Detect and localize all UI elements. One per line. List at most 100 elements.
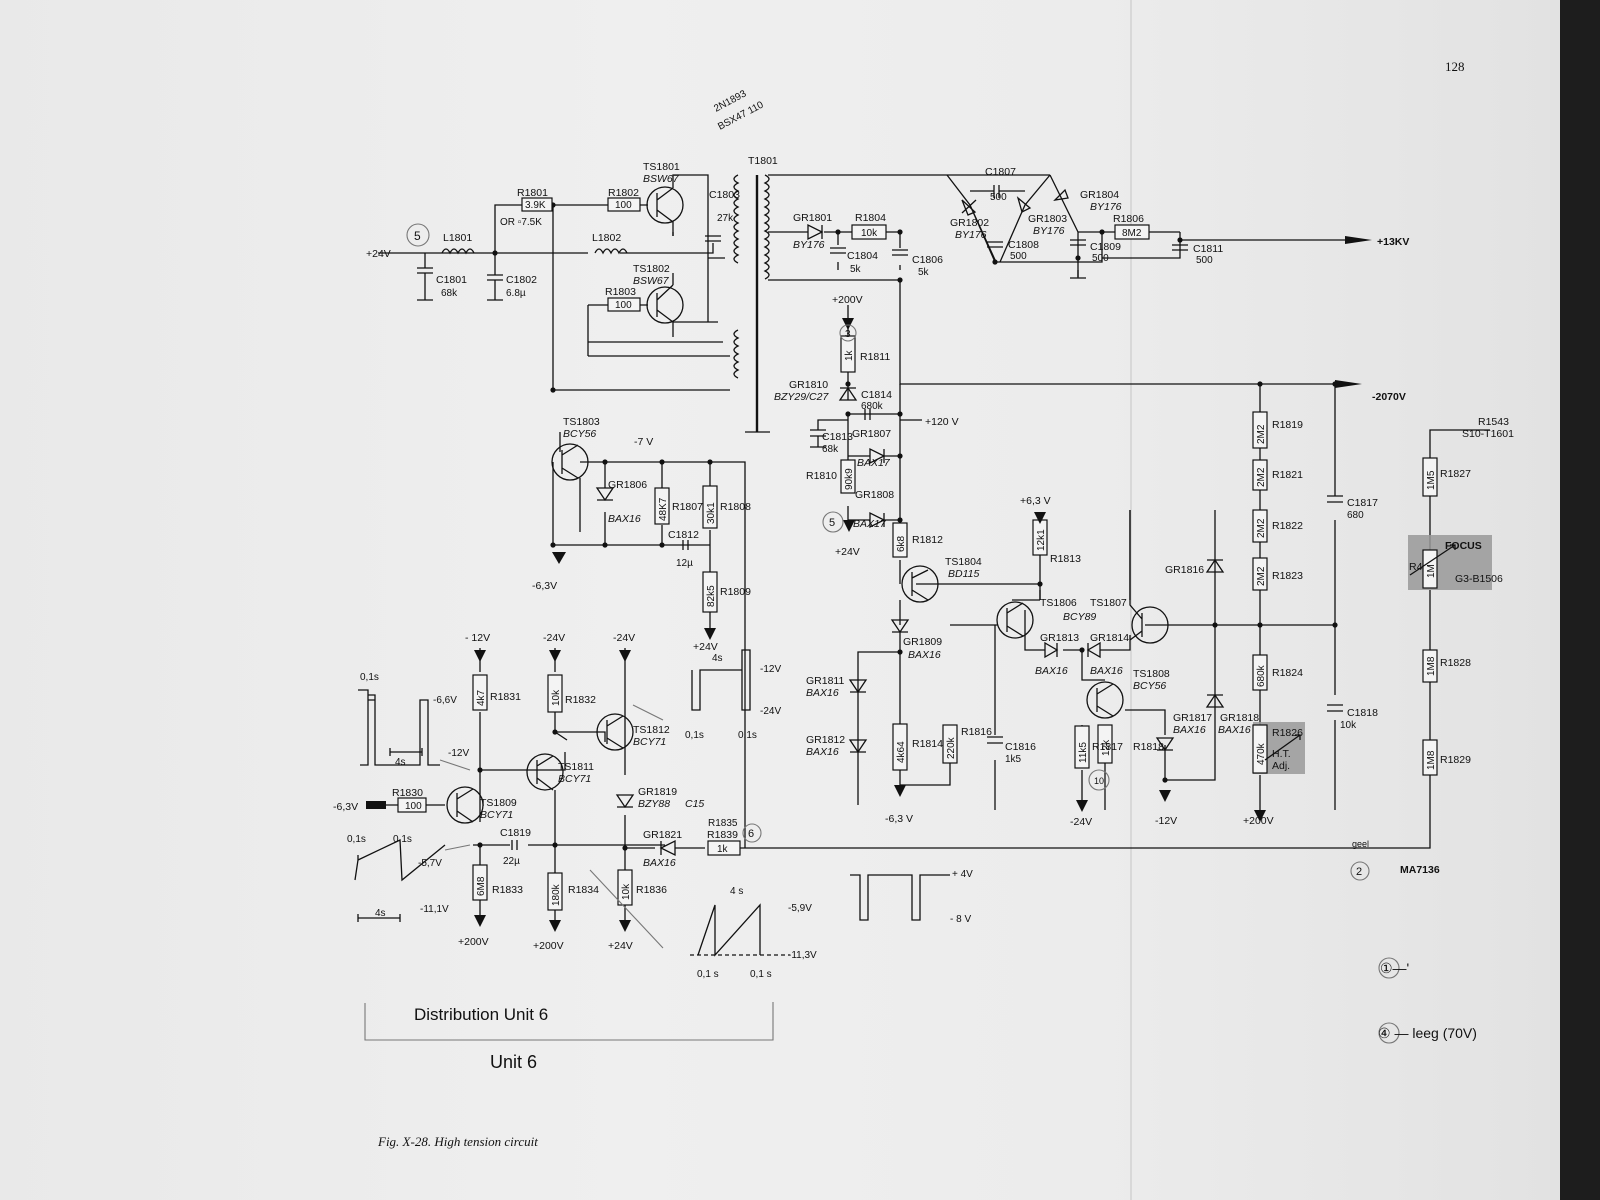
r1819-body: [1252, 411, 1268, 449]
ts1803-symbol: [551, 443, 589, 481]
label-c1817: C1817: [1347, 497, 1378, 509]
ts1806-symbol: [996, 601, 1034, 639]
label-r1828: R1828: [1440, 657, 1471, 669]
type-gr1812: BAX16: [806, 746, 839, 758]
ts1811-symbol: [526, 753, 564, 791]
value-r1829: 1M8: [1426, 750, 1437, 770]
r1803-body: [607, 297, 641, 312]
label-c1813: C1813: [822, 431, 853, 443]
label-r1830: R1830: [392, 787, 423, 799]
wave4-level-1: + 4V: [952, 869, 973, 880]
label-r1811: R1811: [860, 351, 890, 363]
value-c1818: 10k: [1340, 720, 1357, 731]
label-minus63v-c: -6,3V: [333, 801, 358, 813]
label-gr1811: GR1811: [806, 675, 844, 687]
waveform-pulse-4: [850, 874, 950, 921]
r1830-body: [397, 797, 427, 813]
label-minus12v: -12V: [1155, 815, 1177, 827]
type-ts1804: BD115: [948, 568, 979, 580]
value-r1817: 11k5: [1078, 742, 1089, 763]
label-s10-t1601: S10-T1601: [1462, 428, 1514, 440]
value-r1810: 90k9: [844, 468, 855, 490]
r1801-body: [521, 197, 553, 212]
waveforms: [354, 649, 950, 957]
page-number: 128: [1445, 59, 1465, 74]
r1834-body: [547, 872, 563, 911]
label-r1824: R1824: [1272, 667, 1303, 679]
r1839-body: [707, 840, 741, 856]
wave5-period: 4 s: [730, 886, 743, 897]
note-1: ①—': [1380, 960, 1409, 976]
label-r1831: R1831: [490, 691, 521, 703]
junctions: [477, 202, 1338, 851]
circle-2: 2: [1356, 866, 1362, 878]
r1816-body: [942, 724, 958, 764]
label-c1804: C1804: [847, 250, 878, 262]
type-gr1813: BAX16: [1035, 665, 1068, 677]
label-gr1819: GR1819: [638, 786, 677, 798]
value-r1811: 1k: [844, 349, 855, 361]
label-minus24v-b: -24V: [613, 632, 635, 644]
value-r1832: 10k: [551, 689, 562, 706]
label-gr1814: GR1814: [1090, 632, 1129, 644]
label-r1807: R1807: [672, 501, 703, 513]
label-plus24v: +24V: [366, 248, 391, 260]
label-gr1817: GR1817: [1173, 712, 1212, 724]
label-r1821: R1821: [1272, 469, 1303, 481]
type-gr1803: BY176: [1033, 225, 1065, 237]
value-r1803: 100: [615, 300, 632, 311]
r1804-body: [851, 224, 887, 240]
value-r1814: 4k64: [896, 741, 907, 763]
label-l1802: L1802: [592, 232, 621, 244]
label-r1836: R1836: [636, 884, 667, 896]
label-r1826: R1826: [1272, 727, 1303, 739]
label-r1812: R1812: [912, 534, 943, 546]
label-r1822: R1822: [1272, 520, 1303, 532]
value-r4: 1M: [1426, 564, 1437, 578]
value-r1831: 4k7: [476, 689, 487, 706]
label-r1810: R1810: [806, 470, 837, 482]
value-r1834: 180k: [551, 883, 562, 906]
label-r1834: R1834: [568, 884, 599, 896]
label-ts1811: TS1811: [558, 761, 594, 773]
label-gr1807: GR1807: [852, 428, 891, 440]
wave3-level-2: -24V: [760, 706, 781, 717]
label-c1803: C1803: [709, 189, 740, 201]
label-r1808: R1808: [720, 501, 751, 513]
wave2-level-2: -11,1V: [420, 904, 449, 915]
type-gr1804: BY176: [1090, 201, 1122, 213]
drawing-number: MA7136: [1400, 864, 1440, 876]
value-r1836: 10k: [621, 883, 632, 900]
wave5-level-1: -5,9V: [788, 903, 812, 914]
type-gr1819-suffix: C15: [685, 798, 704, 810]
wave1-pulse-width: 0,1s: [360, 672, 379, 683]
label-adj: Adj.: [1272, 760, 1290, 772]
label-ts1809: TS1809: [480, 797, 517, 809]
value-r1813: 12k1: [1036, 529, 1047, 551]
r1817-body: [1074, 725, 1090, 769]
label-r1813: R1813: [1050, 553, 1081, 565]
label-minus63v-a: -6,3V: [532, 580, 557, 592]
type-gr1814: BAX16: [1090, 665, 1123, 677]
wave5-level-2: -11,3V: [788, 950, 817, 961]
label-focus: FOCUS: [1445, 540, 1482, 552]
wave2-period: 4s: [375, 908, 386, 919]
label-gr1809: GR1809: [903, 636, 942, 648]
type-ts1811: BCY71: [558, 773, 591, 785]
label-ts1803: TS1803: [563, 416, 600, 428]
value-r1823: 2M2: [1256, 566, 1267, 586]
wave3-t2: 0,1s: [738, 730, 757, 741]
label-r1806: R1806: [1113, 213, 1144, 225]
type-gr1819: BZY88: [638, 798, 670, 810]
value-r1828: 1M8: [1426, 656, 1437, 676]
background-edge: [1560, 0, 1600, 1200]
value-c1814: 680k: [861, 401, 884, 412]
note-unit: Unit 6: [490, 1052, 537, 1072]
label-c1811: C1811: [1193, 243, 1223, 255]
label-gr1821: GR1821: [643, 829, 682, 841]
capacitors: [417, 185, 1343, 850]
type-ts1802: BSW67: [633, 275, 670, 287]
label-r1829: R1829: [1440, 754, 1471, 766]
label-ht: H.T.: [1272, 748, 1291, 760]
